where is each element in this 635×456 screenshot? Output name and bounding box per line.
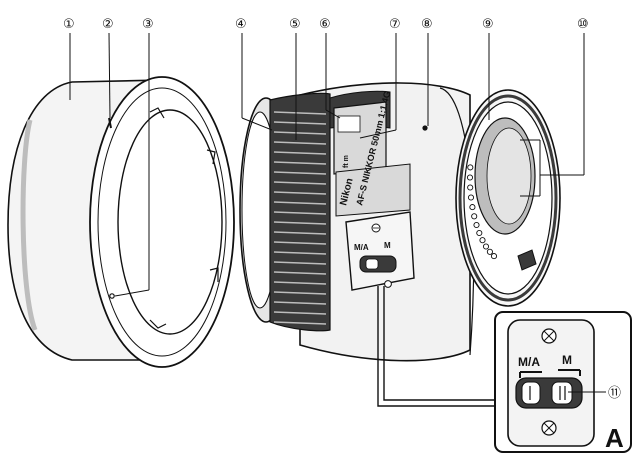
cpu-contact	[467, 194, 475, 201]
callout-9: ⑨	[482, 17, 494, 32]
focus-ring-ridge	[273, 231, 327, 235]
inset-switch-ma-label: M/A	[518, 355, 540, 369]
focus-ring-ridge	[273, 301, 327, 305]
cpu-contact	[486, 248, 493, 255]
cpu-contact	[482, 243, 490, 250]
focus-ring-ridge	[273, 191, 327, 195]
inset-label: A	[605, 423, 624, 453]
callout-8: ⑧	[421, 17, 433, 32]
lens-hood	[7, 76, 235, 368]
cpu-contact	[479, 237, 486, 244]
cpu-contact	[467, 164, 474, 171]
focus-ring-ridge	[273, 221, 327, 225]
focus-ring-ridge	[273, 181, 327, 185]
body-switch-m-label: M	[384, 241, 391, 250]
focus-ring-ridge	[273, 141, 327, 145]
callout-6: ⑥	[319, 17, 331, 32]
focus-ring-ridge	[273, 111, 327, 115]
focus-ring-ridge	[273, 161, 327, 165]
focus-ring-ridge	[273, 201, 327, 205]
focus-ring-ridge	[273, 171, 327, 175]
callout-1: ①	[63, 17, 75, 32]
callout-numbers: ① ② ③ ④ ⑤ ⑥ ⑦ ⑧ ⑨ ⑩ ⑪	[63, 17, 621, 401]
cpu-contact	[466, 174, 474, 181]
distance-scale-label: ft m	[343, 155, 350, 168]
cpu-contact	[469, 204, 476, 211]
focus-ring-ridge	[273, 241, 327, 245]
focus-ring-ridge	[273, 291, 327, 295]
focus-ring-ridge	[273, 261, 327, 265]
focus-ring-ridge	[273, 131, 327, 135]
focus-ring-ridge	[273, 151, 327, 155]
callout-3: ③	[142, 17, 154, 32]
cpu-contact	[471, 213, 478, 220]
cpu-contact	[473, 221, 480, 229]
inset-switch-m-label: M	[562, 353, 572, 367]
body-switch-ma-label: M/A	[354, 243, 369, 252]
lens-barrel: Nikon AF-S NIKKOR 50mm 1:1.4G ft m M/A M	[239, 82, 475, 362]
focus-ring-ridge	[273, 271, 327, 275]
lens-mount	[455, 89, 561, 307]
focus-ring-ridge	[273, 281, 327, 285]
callout-2: ②	[102, 17, 114, 32]
callout-11: ⑪	[608, 386, 621, 401]
focus-ring-ridge	[273, 321, 327, 325]
focus-ring-ridge	[273, 251, 327, 255]
cpu-contact	[467, 184, 474, 191]
focus-ring-ridge	[273, 121, 327, 125]
cpu-contact	[476, 229, 483, 237]
focus-ring-ridge	[273, 311, 327, 315]
callout-4: ④	[235, 17, 247, 32]
cpu-contact	[490, 253, 498, 260]
focus-ring-ridge	[273, 211, 327, 215]
callout-10: ⑩	[577, 17, 589, 32]
inset-a-panel: M/A M A	[494, 311, 632, 453]
callout-5: ⑤	[289, 17, 301, 32]
inset-connector	[377, 286, 495, 407]
leader-lines	[69, 32, 606, 393]
callout-7: ⑦	[389, 17, 401, 32]
